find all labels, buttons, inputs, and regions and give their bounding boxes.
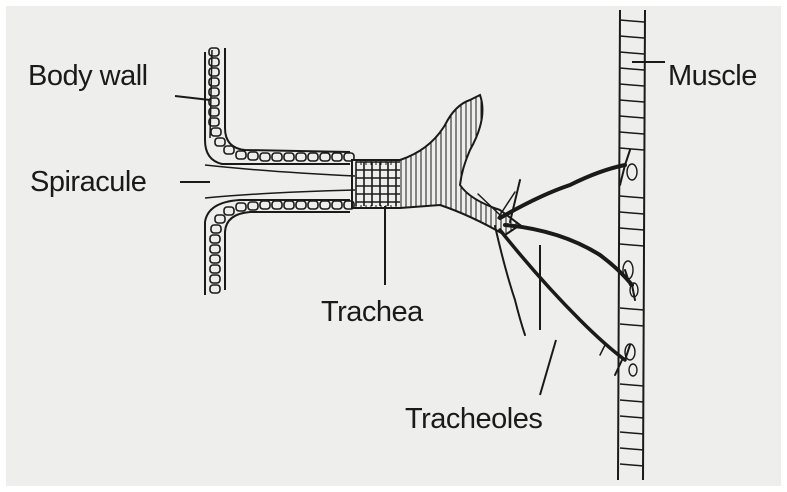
- label-trachea: Trachea: [321, 298, 423, 327]
- label-body-wall: Body wall: [28, 62, 148, 91]
- label-muscle: Muscle: [668, 62, 757, 91]
- label-spiracule: Spiracule: [30, 168, 146, 197]
- label-tracheoles: Tracheoles: [405, 405, 542, 434]
